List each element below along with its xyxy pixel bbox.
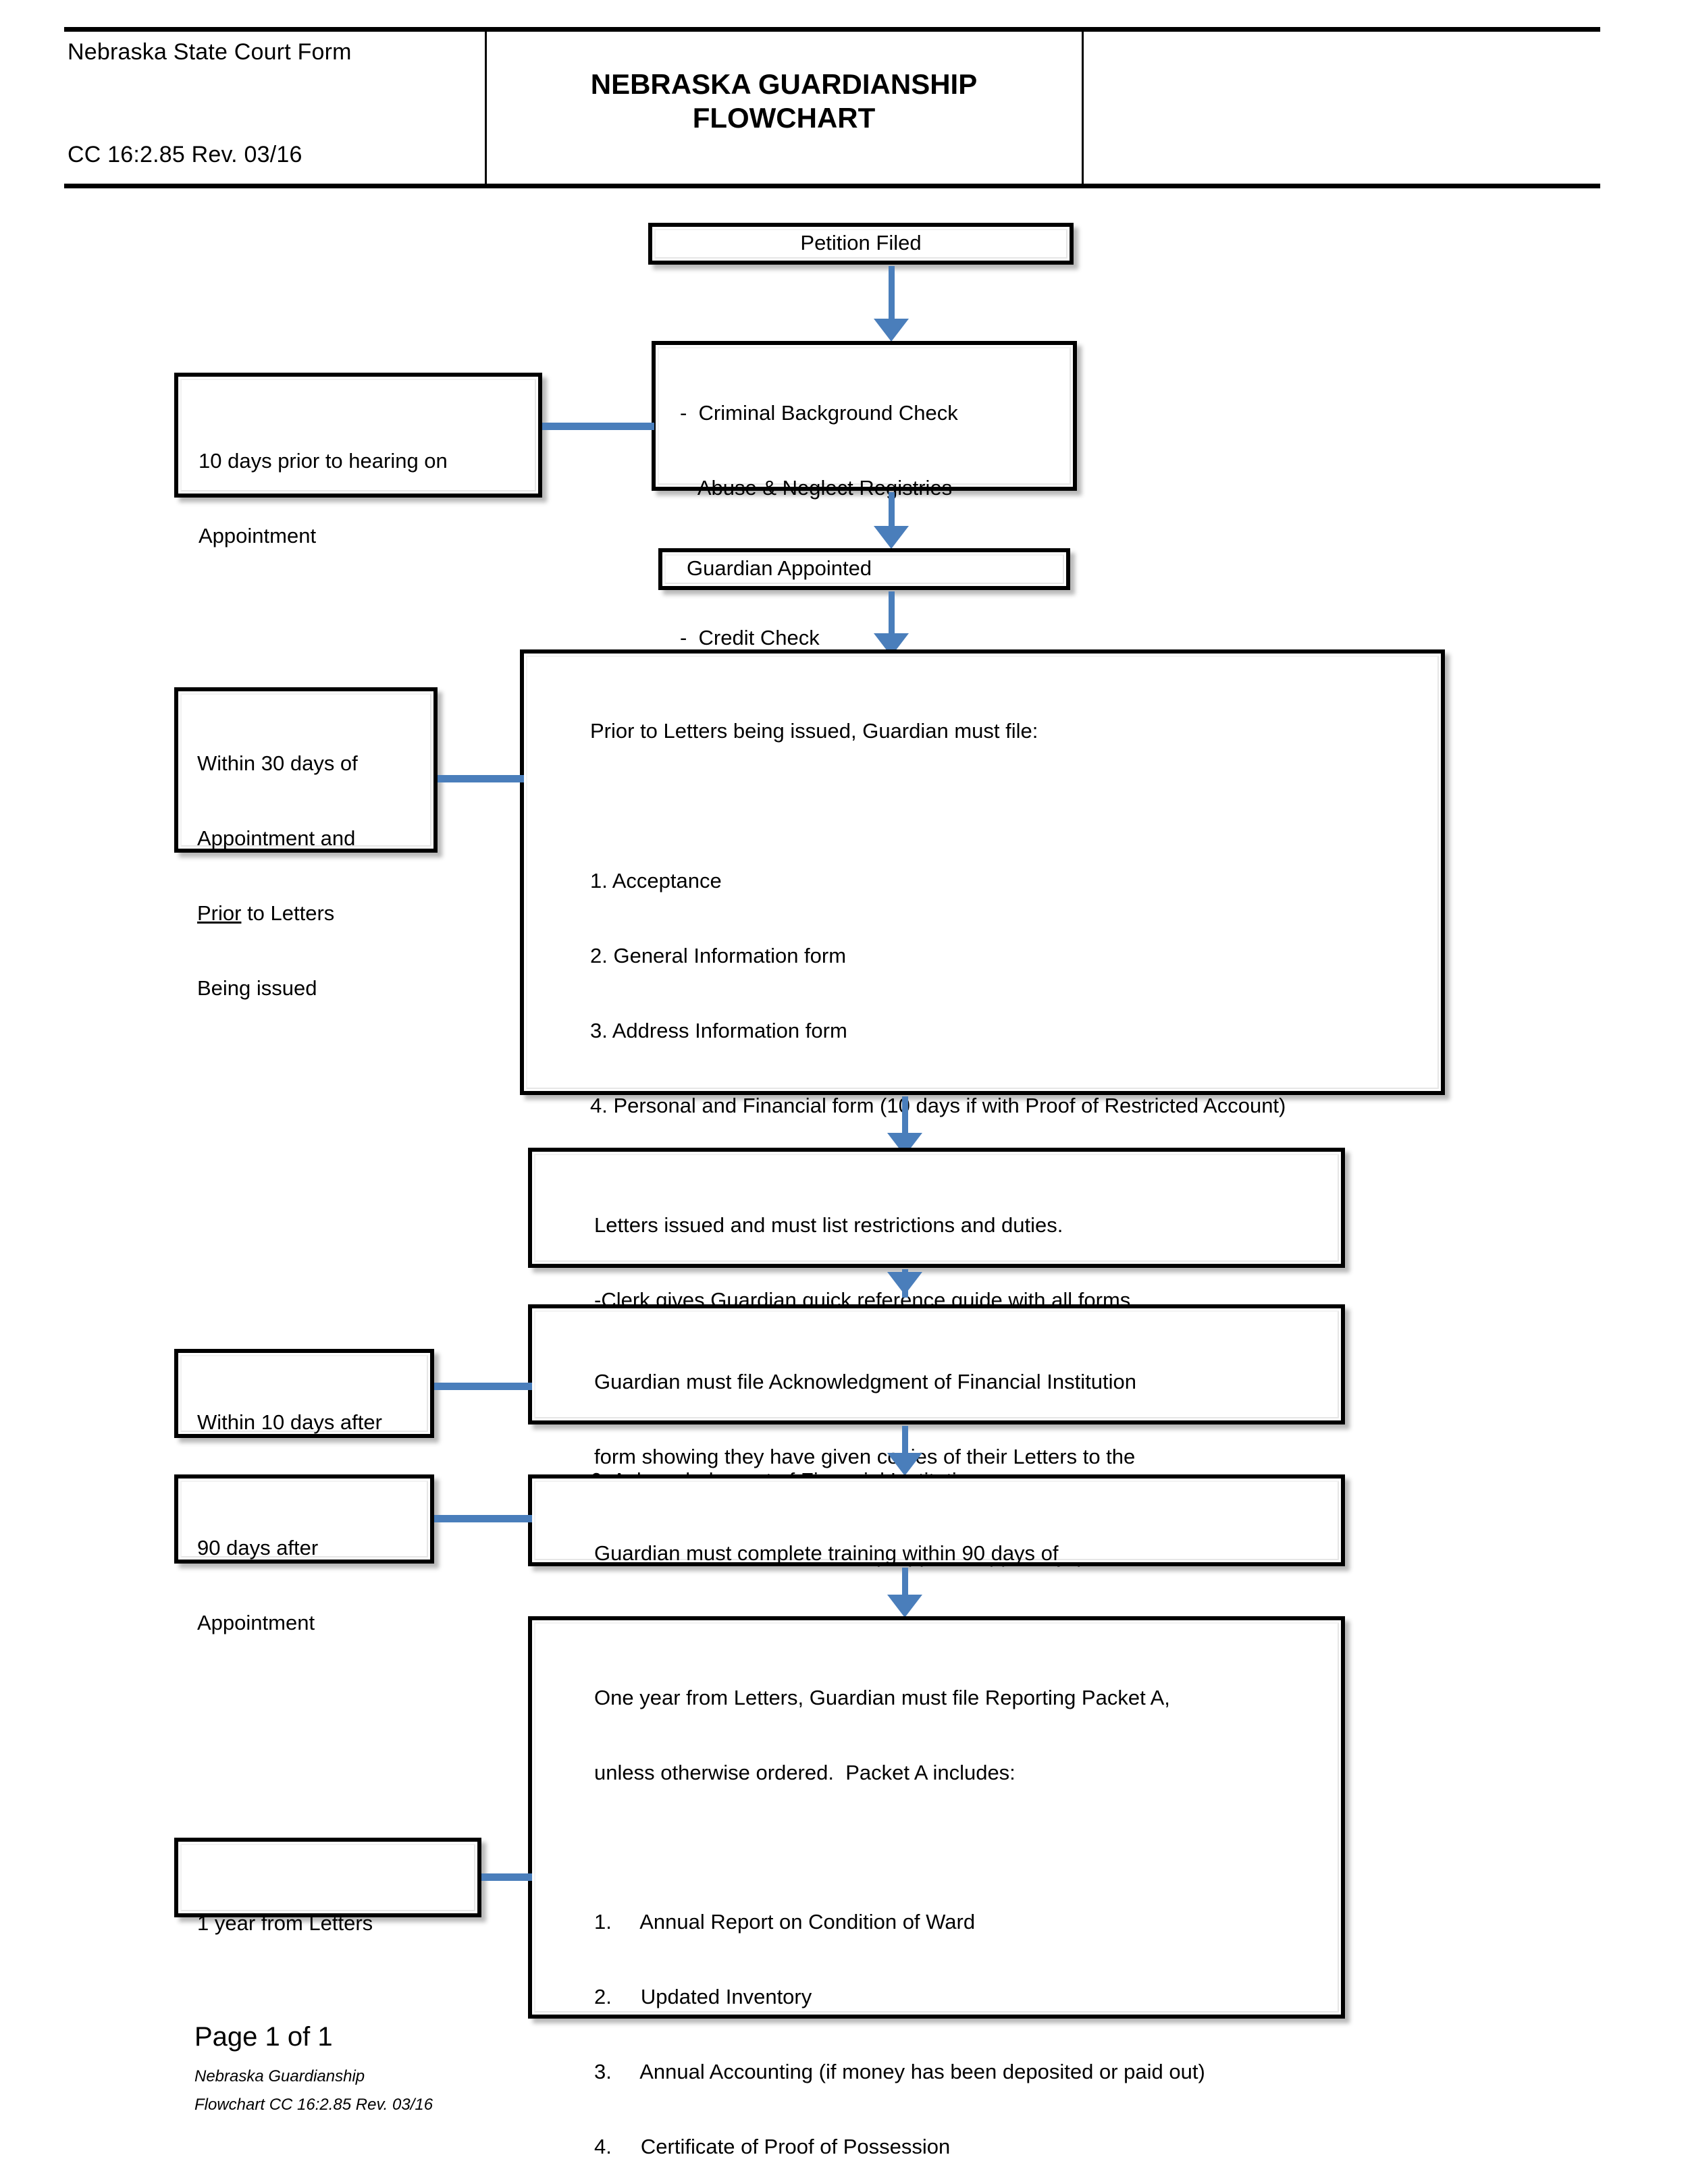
page-title: NEBRASKA GUARDIANSHIP FLOWCHART <box>490 68 1078 134</box>
section-heading: Prior to Letters being issued, Guardian … <box>590 719 1038 743</box>
note-within-10-days-after-letters[interactable]: Within 10 days after Letters are issued <box>174 1349 434 1509</box>
note-ten-days-prior[interactable]: 10 days prior to hearing on Appointment <box>174 373 542 548</box>
arrow-ack-to-training-head <box>887 1453 922 1476</box>
list-item: - Criminal Background Check <box>680 401 958 425</box>
arrow-checks-to-appointed-shaft <box>889 492 895 530</box>
spacer <box>594 1831 1341 1863</box>
note-line: Being issued <box>197 976 317 1000</box>
footer-page-number: Page 1 of 1 <box>194 2022 333 2052</box>
connector-note-to-background-checks <box>542 423 654 430</box>
node-background-checks[interactable]: - Criminal Background Check - Abuse & Ne… <box>652 341 1077 649</box>
note-line: Within 10 days after <box>197 1410 382 1434</box>
form-number-label: CC 16:2.85 Rev. 03/16 <box>68 142 302 167</box>
arrow-appointed-to-prior-shaft <box>889 591 895 639</box>
node-background-checks-list: - Criminal Background Check - Abuse & Ne… <box>656 345 1073 696</box>
footer-form-name-line2: Flowchart CC 16:2.85 Rev. 03/16 <box>194 2096 433 2114</box>
body-line: form showing they have given copies of t… <box>594 1445 1136 1468</box>
note-line: Appointment <box>197 1611 315 1634</box>
section-heading: One year from Letters, Guardian must fil… <box>594 1686 1170 1709</box>
note-90-days-text: 90 days after Appointment <box>178 1479 430 1681</box>
underlined-word: Prior <box>197 901 242 925</box>
note-line: Appointment <box>199 524 317 548</box>
node-letters-issued[interactable]: Letters issued and must list restriction… <box>528 1148 1345 1387</box>
form-source-label: Nebraska State Court Form <box>68 39 352 65</box>
body-line: Guardian must file Acknowledgment of Fin… <box>594 1370 1136 1393</box>
note-line: 10 days prior to hearing on <box>199 449 448 473</box>
note-90-days-after-appointment[interactable]: 90 days after Appointment <box>174 1474 434 1634</box>
section-heading: unless otherwise ordered. Packet A inclu… <box>594 1761 1016 1784</box>
node-petition-filed[interactable]: Petition Filed <box>648 223 1074 265</box>
list-item: - Credit Check <box>680 626 820 649</box>
page-title-line1: NEBRASKA GUARDIANSHIP <box>590 68 978 100</box>
note-within-30-days[interactable]: Within 30 days of Appointment and Prior … <box>174 687 438 1000</box>
list-item: 2. Updated Inventory <box>594 1985 812 2008</box>
node-acknowledgment-financial-institution[interactable]: Guardian must file Acknowledgment of Fin… <box>528 1304 1345 1543</box>
arrow-prior-to-letters-issued-shaft <box>902 1096 908 1138</box>
node-petition-filed-label: Petition Filed <box>800 231 922 255</box>
node-guardian-appointed[interactable]: Guardian Appointed <box>658 548 1070 590</box>
body-line: Guardian must complete training within 9… <box>594 1541 1059 1565</box>
connector-note-to-training <box>434 1515 532 1522</box>
list-item: 4. Personal and Financial form (10 days … <box>590 1094 1286 1117</box>
note-within-30-days-text: Within 30 days of Appointment and Prior … <box>178 691 433 1046</box>
header-divider-left <box>485 30 487 185</box>
list-item: 4. Certificate of Proof of Possession <box>594 2135 951 2158</box>
node-reporting-packet-a[interactable]: One year from Letters, Guardian must fil… <box>528 1616 1345 2158</box>
list-item: - Abuse & Neglect Registries <box>680 476 953 500</box>
arrow-petition-to-checks-head <box>874 319 909 342</box>
note-line: Appointment and <box>197 826 356 850</box>
arrow-letters-to-ack-head <box>887 1272 922 1295</box>
footer-form-name-line1: Nebraska Guardianship <box>194 2067 365 2085</box>
note-one-year-text: 1 year from Letters <box>178 1842 477 1981</box>
connector-note-to-acknowledgment <box>434 1383 532 1390</box>
node-prior-to-letters[interactable]: Prior to Letters being issued, Guardian … <box>520 649 1445 1642</box>
header-bottom-rule <box>64 184 1600 188</box>
page-title-line2: FLOWCHART <box>692 101 876 134</box>
note-line-underlined: Prior to Letters <box>197 897 433 930</box>
connector-note-to-packet-a <box>481 1873 532 1881</box>
arrow-checks-to-appointed-head <box>874 526 909 549</box>
note-line: Within 30 days of <box>197 751 358 775</box>
header-divider-right <box>1082 30 1084 185</box>
arrow-training-to-packet-head <box>887 1595 922 1618</box>
body-line: Letters issued and must list restriction… <box>594 1213 1063 1237</box>
note-line: 1 year from Letters <box>197 1911 373 1935</box>
note-line-rest: to Letters <box>241 901 335 925</box>
arrow-petition-to-checks-shaft <box>889 266 895 324</box>
node-packet-a-body: One year from Letters, Guardian must fil… <box>532 1620 1341 2184</box>
spacer <box>590 789 1441 822</box>
node-guardian-appointed-label: Guardian Appointed <box>687 556 872 580</box>
note-one-year-from-letters[interactable]: 1 year from Letters <box>174 1838 481 1935</box>
note-line: 90 days after <box>197 1536 319 1560</box>
list-item: 1. Acceptance <box>590 869 722 893</box>
header-top-rule <box>64 27 1600 32</box>
list-item: 1. Annual Report on Condition of Ward <box>594 1910 976 1934</box>
list-item: 2. General Information form <box>590 944 847 967</box>
connector-note-to-prior-letters <box>438 775 524 782</box>
list-item: 3. Annual Accounting (if money has been … <box>594 2060 1205 2083</box>
note-ten-days-prior-text: 10 days prior to hearing on Appointment <box>178 377 538 594</box>
node-training-requirement[interactable]: Guardian must complete training within 9… <box>528 1474 1345 1640</box>
arrow-ack-to-training-shaft <box>902 1426 908 1454</box>
list-item: 3. Address Information form <box>590 1019 847 1042</box>
arrow-training-to-packet-shaft <box>902 1568 908 1596</box>
